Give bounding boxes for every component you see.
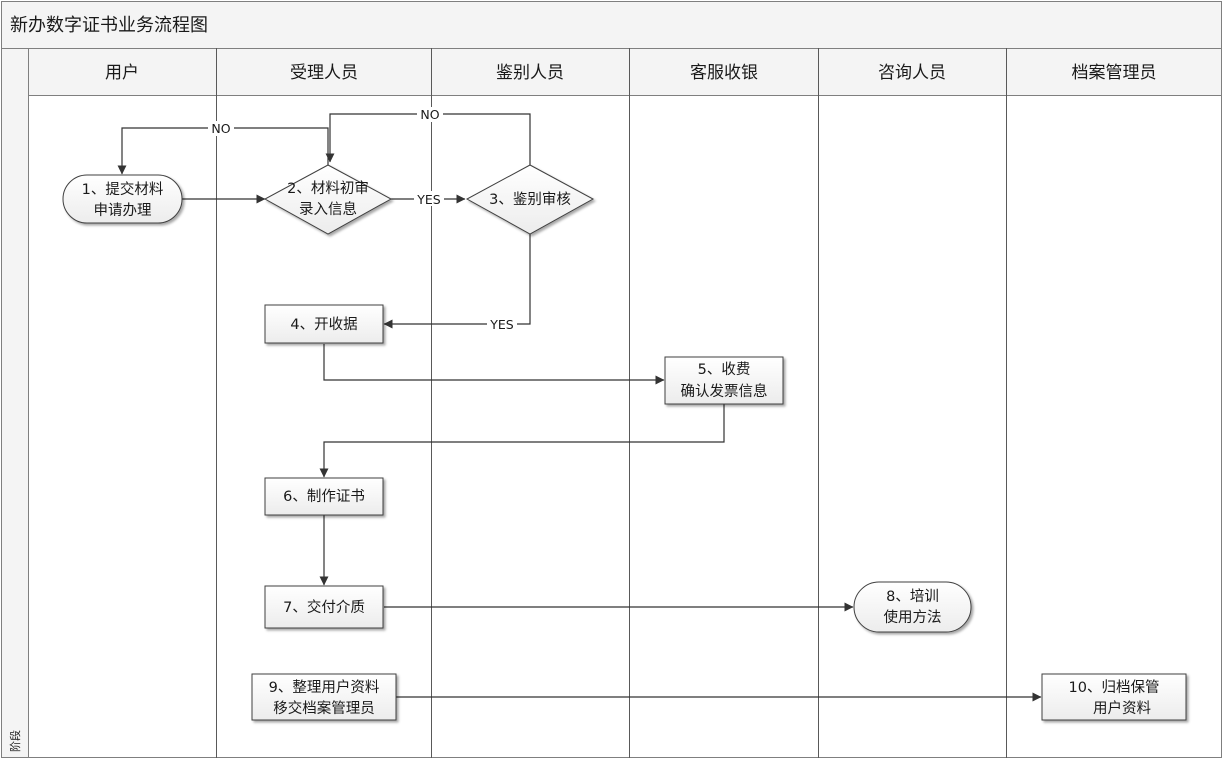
node-label: 录入信息	[299, 201, 357, 218]
node-label: 6、制作证书	[283, 488, 365, 505]
node-label: 申请办理	[94, 202, 152, 219]
node-label: 8、培训	[886, 588, 939, 605]
node-n2: 2、材料初审 录入信息	[263, 164, 393, 235]
node-n3: 3、鉴别审核	[465, 164, 595, 235]
node-label: 5、收费	[698, 361, 751, 378]
lane-header-band	[28, 48, 1222, 96]
node-label: 4、开收据	[290, 316, 357, 333]
diagram-title: 新办数字证书业务流程图	[10, 15, 208, 36]
phase-label: 阶段	[8, 730, 22, 752]
edge-label-yes-n2-n3: YES	[416, 192, 441, 207]
phase-column	[1, 48, 29, 758]
edge-label-no-n2-n1: NO	[211, 121, 230, 136]
lane-header-user: 用户	[105, 63, 139, 83]
node-n5: 5、收费 确认发票信息	[664, 356, 784, 405]
node-label: 10、归档保管	[1069, 679, 1160, 696]
edge-labels: NO NO YES YES	[208, 107, 517, 332]
node-label: 使用方法	[884, 609, 942, 626]
node-n1: 1、提交材料 申请办理	[62, 174, 183, 224]
lane-header-archivist: 档案管理员	[1072, 63, 1157, 83]
edge-label-no-n3-n2: NO	[420, 107, 439, 122]
node-label: 7、交付介质	[283, 598, 365, 616]
node-label: 1、提交材料	[82, 180, 164, 198]
node-n6: 6、制作证书	[264, 477, 384, 516]
node-n10: 10、归档保管 用户资料	[1041, 673, 1187, 721]
lane-dividers	[216, 48, 1007, 758]
lane-header-acceptor: 受理人员	[290, 63, 358, 83]
edge-n3-n4	[383, 234, 531, 329]
node-label: 3、鉴别审核	[489, 191, 571, 208]
lane-headers: 用户 受理人员 鉴别人员 客服收银 咨询人员 档案管理员	[105, 63, 1157, 83]
edge-label-yes-n3-n4: YES	[489, 317, 514, 332]
node-n8: 8、培训 使用方法	[853, 581, 972, 633]
node-label: 移交档案管理员	[273, 699, 375, 717]
node-label: 用户资料	[1093, 700, 1151, 717]
edge-n4-n5	[323, 344, 665, 385]
lane-header-consultant: 咨询人员	[878, 63, 946, 83]
node-n7: 7、交付介质	[264, 585, 384, 629]
node-label: 确认发票信息	[681, 383, 768, 400]
lane-header-verifier: 鉴别人员	[496, 63, 564, 83]
node-label: 2、材料初审	[287, 180, 369, 197]
lane-header-cashier: 客服收银	[690, 63, 758, 83]
node-n9: 9、整理用户资料 移交档案管理员	[251, 673, 397, 721]
node-n4: 4、开收据	[264, 304, 384, 344]
title-bar	[1, 1, 1222, 49]
edge-n5-n6	[319, 404, 725, 478]
node-label: 9、整理用户资料	[269, 679, 380, 696]
